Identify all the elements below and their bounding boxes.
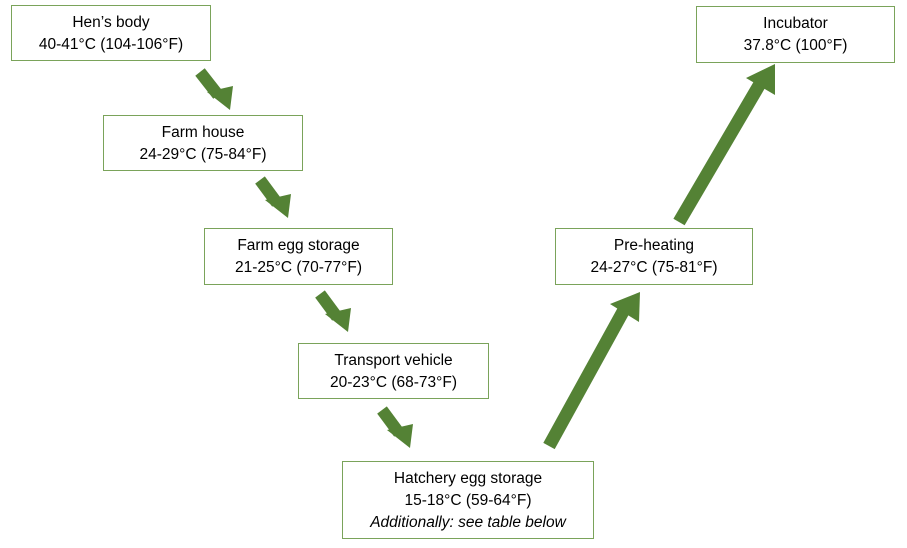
node-farm-house: Farm house 24-29°C (75-84°F) (103, 115, 303, 171)
node-title: Transport vehicle (334, 352, 453, 369)
node-pre-heating: Pre-heating 24-27°C (75-81°F) (555, 228, 753, 285)
node-title: Incubator (763, 15, 828, 32)
arrow-farm-house-to-farm-egg-storage (255, 176, 291, 218)
node-temperature: 37.8°C (100°F) (743, 37, 848, 54)
node-temperature: 20-23°C (68-73°F) (330, 374, 457, 391)
node-temperature: 40-41°C (104-106°F) (38, 36, 184, 53)
node-title: Hatchery egg storage (393, 470, 543, 487)
node-note: Additionally: see table below (370, 514, 566, 531)
node-transport-vehicle: Transport vehicle 20-23°C (68-73°F) (298, 343, 489, 399)
node-temperature: 21-25°C (70-77°F) (235, 259, 362, 276)
node-temperature: 24-27°C (75-81°F) (590, 259, 718, 276)
node-title: Farm egg storage (237, 237, 360, 254)
node-hatchery-egg-storage: Hatchery egg storage 15-18°C (59-64°F) A… (342, 461, 594, 539)
arrow-hens-body-to-farm-house (195, 68, 233, 110)
arrow-farm-egg-storage-to-transport-vehicle (315, 290, 351, 332)
node-incubator: Incubator 37.8°C (100°F) (696, 6, 895, 63)
arrow-pre-heating-to-incubator (673, 64, 775, 226)
arrow-transport-vehicle-to-hatchery-egg-storage (377, 406, 413, 448)
arrow-hatchery-egg-storage-to-pre-heating (543, 292, 640, 450)
node-title: Farm house (161, 124, 245, 141)
node-farm-egg-storage: Farm egg storage 21-25°C (70-77°F) (204, 228, 393, 285)
node-title: Pre-heating (613, 237, 695, 254)
node-title: Hen’s body (72, 14, 150, 31)
node-temperature: 15-18°C (59-64°F) (404, 492, 532, 509)
node-hens-body: Hen’s body 40-41°C (104-106°F) (11, 5, 211, 61)
node-temperature: 24-29°C (75-84°F) (139, 146, 267, 163)
